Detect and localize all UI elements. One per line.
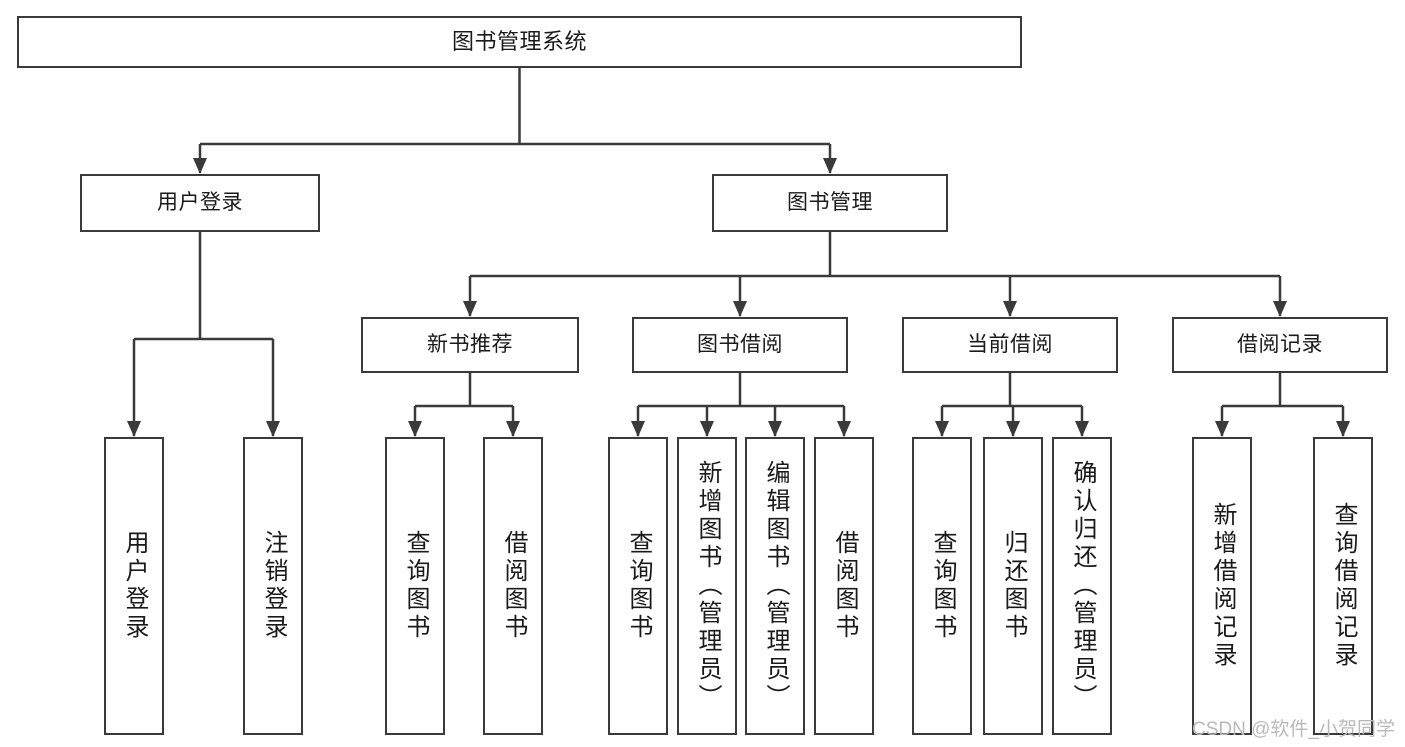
node-root[interactable]: 图书管理系统 [17,16,1022,68]
arrowhead-l_add [700,421,714,437]
node-label-login: 用户登录 [157,191,243,215]
arrowhead-newbook [463,301,477,317]
node-borrow[interactable]: 图书借阅 [632,317,848,373]
arrowhead-login [193,158,207,174]
node-l_query1[interactable]: 查询图书 [385,437,445,735]
node-records[interactable]: 借阅记录 [1172,317,1388,373]
arrowhead-records [1273,301,1287,317]
node-label-l_borrow2: 借阅图书 [831,530,858,642]
node-l_confirm[interactable]: 确认归还（管理员） [1052,437,1112,735]
node-current[interactable]: 当前借阅 [902,317,1118,373]
node-label-bookmgmt: 图书管理 [787,191,873,215]
node-l_login[interactable]: 用户登录 [104,437,164,735]
node-bookmgmt[interactable]: 图书管理 [712,174,948,232]
node-label-l_logout: 注销登录 [260,530,287,642]
arrowhead-current [1003,301,1017,317]
node-newbook[interactable]: 新书推荐 [361,317,579,373]
node-label-records: 借阅记录 [1237,333,1323,357]
node-l_edit[interactable]: 编辑图书（管理员） [745,437,805,735]
node-l_return[interactable]: 归还图书 [983,437,1043,735]
node-label-l_query1: 查询图书 [402,530,429,642]
node-l_logout[interactable]: 注销登录 [243,437,303,735]
node-l_addrec[interactable]: 新增借阅记录 [1192,437,1252,735]
node-label-l_borrow1: 借阅图书 [500,530,527,642]
arrowhead-l_borrow2 [837,421,851,437]
arrowhead-l_confirm [1075,421,1089,437]
node-label-l_return: 归还图书 [1000,530,1027,642]
node-label-l_edit: 编辑图书（管理员） [762,460,789,712]
arrowhead-bookmgmt [823,158,837,174]
node-label-current: 当前借阅 [967,333,1053,357]
arrowhead-l_edit [768,421,782,437]
arrowhead-l_borrow1 [506,421,520,437]
node-l_add[interactable]: 新增图书（管理员） [677,437,737,735]
arrowhead-l_queryrec [1336,421,1350,437]
node-label-l_login: 用户登录 [121,530,148,642]
node-label-l_confirm: 确认归还（管理员） [1069,460,1096,712]
arrowhead-l_query3 [935,421,949,437]
arrowhead-l_query1 [408,421,422,437]
arrowhead-l_login [127,421,141,437]
arrowhead-l_addrec [1215,421,1229,437]
node-l_queryrec[interactable]: 查询借阅记录 [1313,437,1373,735]
arrowhead-l_query2 [631,421,645,437]
node-label-l_query2: 查询图书 [625,530,652,642]
node-label-l_queryrec: 查询借阅记录 [1330,502,1357,670]
node-l_borrow1[interactable]: 借阅图书 [483,437,543,735]
node-l_borrow2[interactable]: 借阅图书 [814,437,874,735]
node-label-l_addrec: 新增借阅记录 [1209,502,1236,670]
arrowhead-l_logout [266,421,280,437]
node-label-l_add: 新增图书（管理员） [694,460,721,712]
node-label-borrow: 图书借阅 [697,333,783,357]
node-label-root: 图书管理系统 [451,28,587,54]
node-label-l_query3: 查询图书 [929,530,956,642]
node-l_query3[interactable]: 查询图书 [912,437,972,735]
arrowhead-borrow [733,301,747,317]
node-label-newbook: 新书推荐 [427,333,513,357]
node-l_query2[interactable]: 查询图书 [608,437,668,735]
node-login[interactable]: 用户登录 [80,174,320,232]
arrowhead-l_return [1006,421,1020,437]
